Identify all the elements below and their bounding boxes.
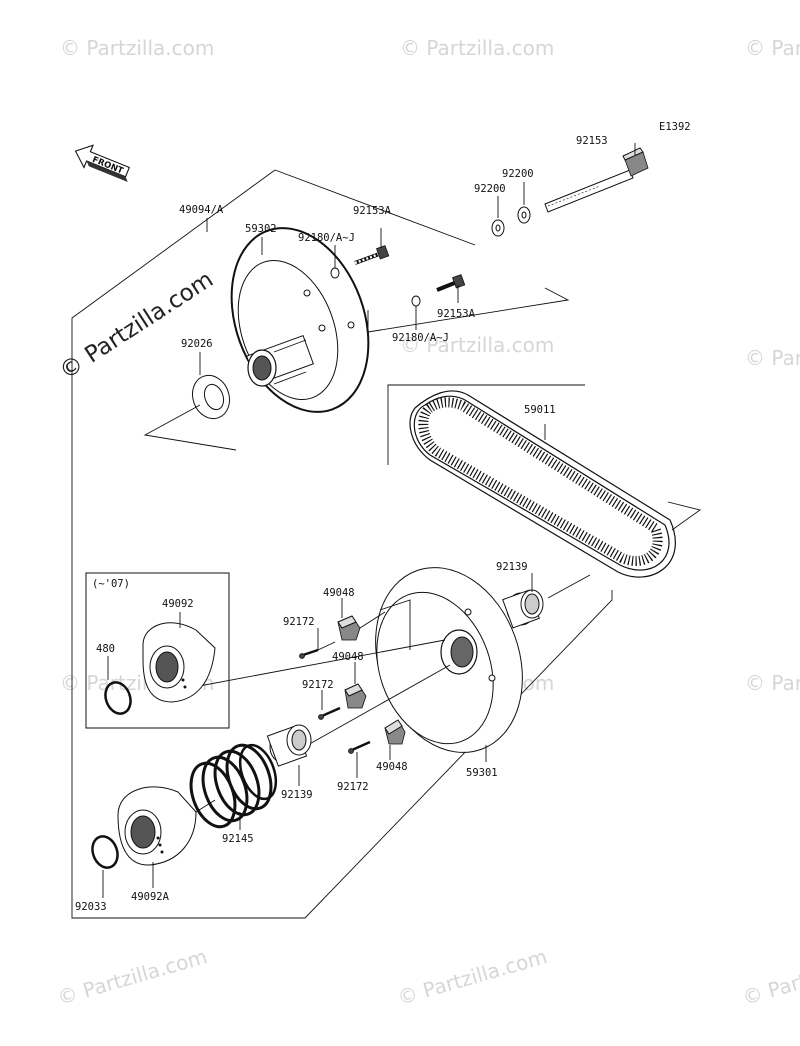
washer-92180-right	[411, 295, 421, 307]
label-92172-b: 92172	[302, 679, 334, 691]
label-49048-a: 49048	[323, 587, 355, 599]
diagram-code: E1392	[659, 121, 691, 133]
inset-label: (~'07)	[92, 578, 130, 590]
label-92145: 92145	[222, 833, 254, 845]
circlip-92033	[91, 835, 119, 869]
label-49094: 49094/A	[179, 204, 224, 216]
pin-92172-c	[348, 740, 371, 754]
label-92180-top: 92180/A~J	[298, 232, 355, 244]
sheave-59301	[375, 567, 523, 753]
watermark-grid: © Partzilla.com © Partzilla.com © Partzi…	[55, 36, 800, 1010]
label-92139-left: 92139	[281, 789, 313, 801]
watermark: © Partzilla.com	[745, 671, 800, 695]
watermark: © Partzilla.com	[740, 944, 800, 1010]
weight-49048-a	[337, 615, 361, 641]
bolt-92153A-right	[436, 274, 466, 292]
inset-box	[85, 572, 230, 729]
watermark: © Partzilla.com	[400, 333, 554, 357]
washer-92026	[191, 374, 231, 420]
label-59011: 59011	[524, 404, 556, 416]
label-92033: 92033	[75, 901, 107, 913]
weight-49048-b	[344, 683, 367, 709]
front-arrow-icon: FRONT	[74, 144, 131, 182]
label-49092A: 49092A	[131, 891, 170, 903]
label-92139-right: 92139	[496, 561, 528, 573]
label-480: 480	[96, 643, 115, 655]
cam-49092A	[117, 786, 197, 866]
label-92200-b: 92200	[502, 168, 534, 180]
label-92153: 92153	[576, 135, 608, 147]
bolt-92153A-top	[354, 245, 390, 265]
label-49048-b: 49048	[332, 651, 364, 663]
label-92153A-right: 92153A	[437, 308, 476, 320]
label-92172-c: 92172	[337, 781, 369, 793]
assembly-outline	[274, 169, 476, 246]
label-49048-c: 49048	[376, 761, 408, 773]
label-59301: 59301	[466, 767, 498, 779]
sleeve-92139-left	[266, 724, 312, 767]
drive-belt-59011	[409, 390, 676, 578]
assembly-outline	[367, 287, 570, 333]
watermark: © Partzilla.com	[60, 36, 214, 60]
label-59302: 59302	[245, 223, 277, 235]
assembly-outline	[71, 169, 613, 919]
label-92200-a: 92200	[474, 183, 506, 195]
label-92172-a: 92172	[283, 616, 315, 628]
pin-92172-a	[299, 648, 319, 659]
weight-49048-c	[384, 719, 406, 745]
pin-92172-b	[318, 706, 341, 720]
cam-49092	[142, 622, 216, 703]
sleeve-92139-right	[502, 589, 544, 629]
label-92026: 92026	[181, 338, 213, 350]
bolt-92153	[544, 147, 649, 213]
watermark: © Partzilla.com	[745, 346, 800, 370]
watermark: © Partzilla.com	[400, 36, 554, 60]
spring-92145	[189, 743, 278, 829]
watermark: © Partzilla.com	[55, 944, 210, 1010]
circlip-480	[104, 681, 132, 715]
washer-92180-top	[330, 267, 340, 279]
label-49092: 49092	[162, 598, 194, 610]
watermark: © Partzilla.com	[395, 944, 550, 1010]
label-92180-right: 92180/A~J	[392, 332, 449, 344]
spline-hub	[246, 335, 314, 387]
watermark: © Partzilla.com	[745, 36, 800, 60]
label-92153A-top: 92153A	[353, 205, 392, 217]
watermark-main: © Partzilla.com	[55, 267, 218, 385]
